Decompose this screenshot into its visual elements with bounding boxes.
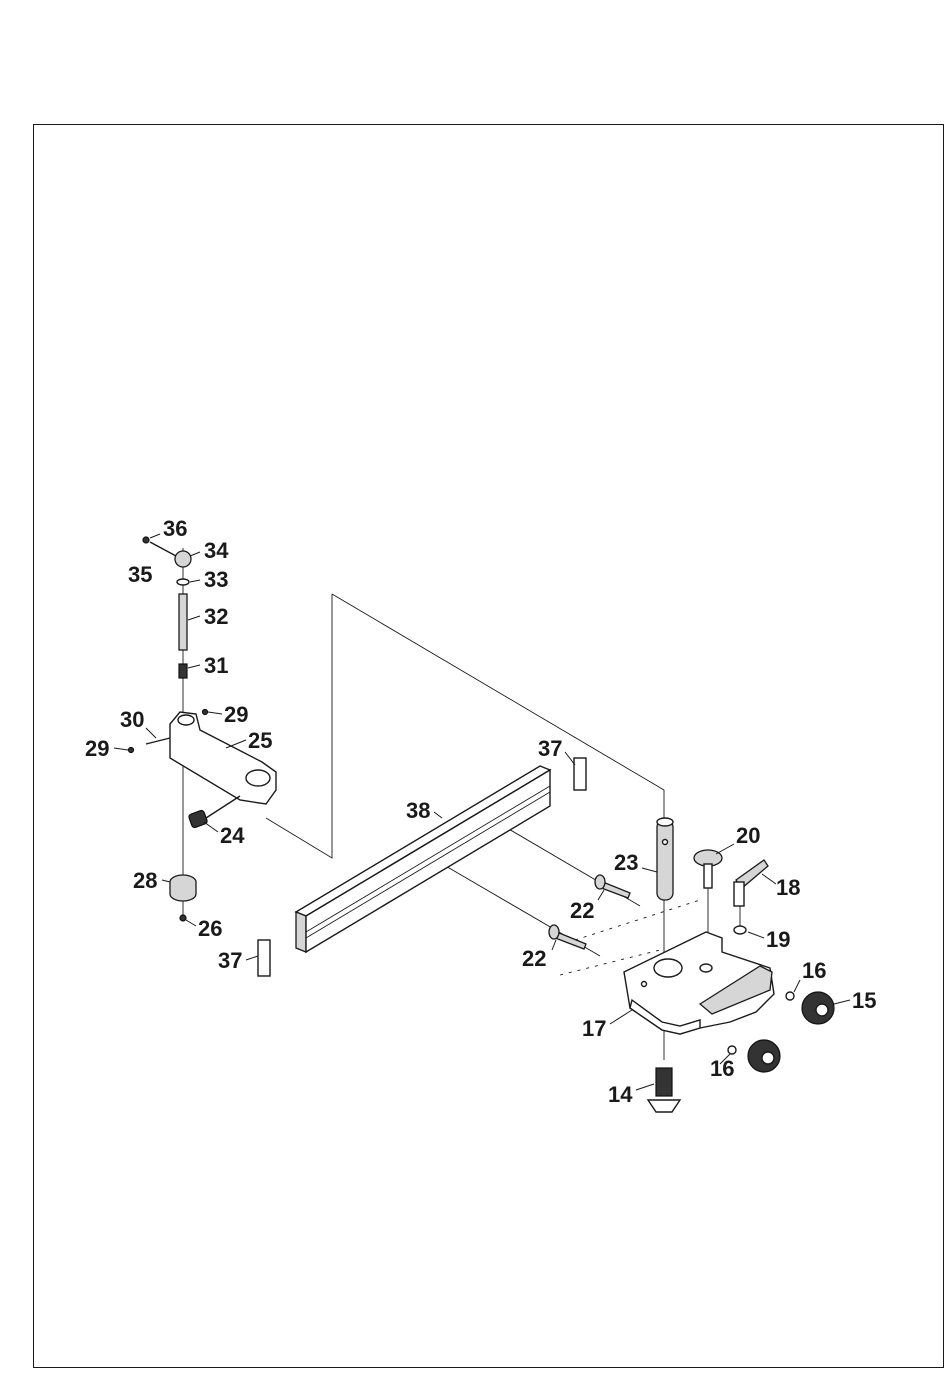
part-38-fence bbox=[296, 766, 550, 952]
callout-38: 38 bbox=[406, 798, 430, 823]
callout-35: 35 bbox=[128, 562, 152, 587]
part-17-base bbox=[624, 932, 774, 1034]
callout-30: 30 bbox=[120, 707, 144, 732]
arm-bore bbox=[246, 770, 270, 786]
part-28-collar bbox=[170, 882, 196, 901]
callout-37-right: 37 bbox=[538, 736, 562, 761]
part-26-nut bbox=[180, 915, 186, 921]
part-16-washer-right bbox=[786, 992, 794, 1000]
callout-23: 23 bbox=[614, 850, 638, 875]
callout-33: 33 bbox=[204, 567, 228, 592]
callout-16-bottom: 16 bbox=[710, 1056, 734, 1081]
part-15-knob-right bbox=[802, 992, 834, 1024]
callout-22-lower: 22 bbox=[522, 946, 546, 971]
part-30-pin bbox=[146, 738, 170, 744]
part-34-knob bbox=[175, 551, 191, 567]
part-15-knob-bottom bbox=[748, 1040, 780, 1072]
callout-34: 34 bbox=[204, 538, 229, 563]
callout-31: 31 bbox=[204, 653, 228, 678]
part-32-shaft bbox=[179, 594, 187, 650]
part-20-star-knob bbox=[694, 850, 722, 888]
callout-14: 14 bbox=[608, 1082, 633, 1107]
part-29-screw-top bbox=[203, 710, 208, 715]
callout-18: 18 bbox=[776, 875, 800, 900]
part-24-knob bbox=[188, 810, 208, 829]
callout-24: 24 bbox=[220, 823, 245, 848]
arm-top-bore bbox=[178, 715, 194, 725]
callout-32: 32 bbox=[204, 604, 228, 629]
callout-25: 25 bbox=[248, 728, 272, 753]
part-29-screw-left bbox=[129, 748, 134, 753]
part-23-post bbox=[657, 818, 673, 900]
callout-16-right: 16 bbox=[802, 958, 826, 983]
part-37-cap-right bbox=[574, 758, 586, 790]
part-16-washer-bottom bbox=[728, 1046, 736, 1054]
part-33-washer bbox=[177, 579, 189, 585]
part-14-screw bbox=[648, 1068, 680, 1112]
callout-36: 36 bbox=[163, 516, 187, 541]
part-36-screw bbox=[143, 537, 149, 543]
part-31-spring bbox=[179, 664, 187, 678]
part-19-washer bbox=[734, 926, 746, 934]
callout-20: 20 bbox=[736, 823, 760, 848]
callout-28: 28 bbox=[133, 868, 157, 893]
callout-26: 26 bbox=[198, 916, 222, 941]
part-35-rod bbox=[150, 542, 176, 556]
part-25-arm bbox=[170, 712, 276, 804]
callout-29-top: 29 bbox=[224, 702, 248, 727]
callout-17: 17 bbox=[582, 1016, 606, 1041]
callout-19: 19 bbox=[766, 927, 790, 952]
part-37-cap-left bbox=[258, 940, 270, 976]
callout-29-left: 29 bbox=[85, 736, 109, 761]
part-18-lever bbox=[734, 860, 768, 906]
callout-37-left: 37 bbox=[218, 948, 242, 973]
callout-15: 15 bbox=[852, 988, 876, 1013]
callout-22-upper: 22 bbox=[570, 898, 594, 923]
